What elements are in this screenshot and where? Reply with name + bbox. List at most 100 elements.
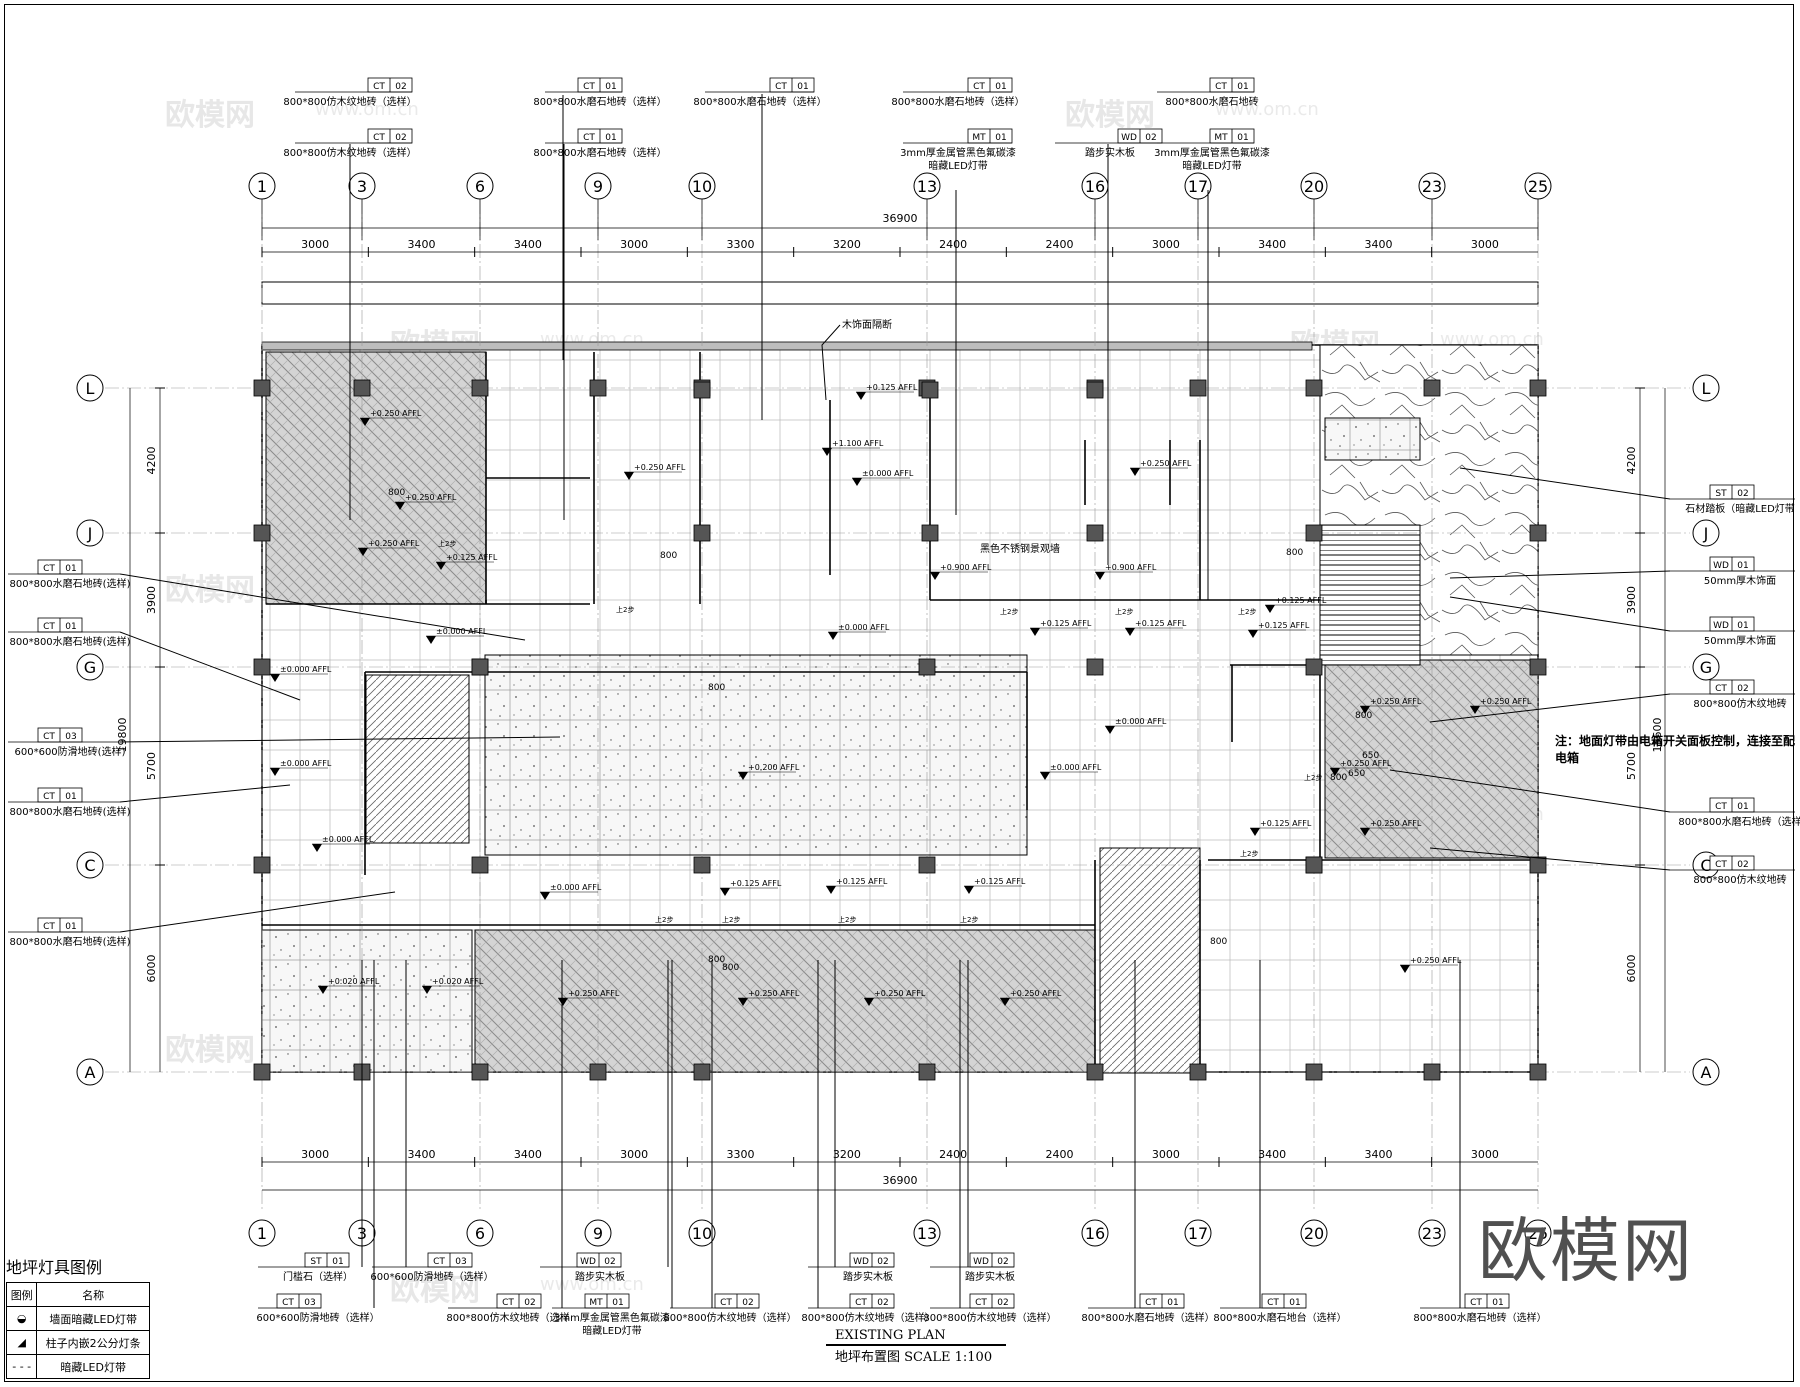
level-value: ±0.000 AFFL [1115, 717, 1167, 726]
material-description: 800*800水磨石地砖 [1165, 95, 1258, 108]
axis-bubble-left [76, 519, 104, 547]
small-dimension: 650 [1362, 751, 1379, 761]
material-code: CT [1267, 1298, 1279, 1308]
axis-label-left: C [84, 856, 95, 875]
dim-value: 4200 [145, 447, 158, 475]
level-value: +0.250 AFFL [1370, 697, 1422, 706]
material-code: CT [973, 82, 985, 92]
level-triangle [270, 674, 280, 682]
level-triangle [826, 886, 836, 894]
material-code: WD [973, 1257, 989, 1267]
axis-label-top: 3 [357, 177, 367, 196]
steel-wall-label: 黑色不锈钢景观墙 [980, 542, 1060, 555]
dim-total: 36900 [883, 212, 918, 225]
material-description: 600*600防滑地砖（选样） [370, 1270, 493, 1283]
watermark-text: 欧模网 [165, 1033, 255, 1068]
material-description: 3mm厚金属管黑色氟碳漆 [554, 1311, 670, 1324]
dim-value: 3000 [1471, 1148, 1499, 1161]
level-triangle [1105, 726, 1115, 734]
structural-column [693, 1063, 711, 1081]
material-code: CT [43, 732, 55, 742]
step-label: 上2步 [1240, 849, 1258, 858]
material-code: CT [43, 792, 55, 802]
level-value: +0.250 AFFL [1140, 459, 1192, 468]
axis-label-left: A [85, 1063, 96, 1082]
material-code: CT [855, 1298, 867, 1308]
title-underline [826, 1344, 1006, 1346]
axis-label-right: G [1700, 658, 1712, 677]
level-value: +0.125 AFFL [974, 877, 1026, 886]
structural-column [253, 379, 271, 397]
axis-bubble-right [1692, 519, 1720, 547]
step-label: 上2步 [722, 915, 740, 924]
structural-column [471, 658, 489, 676]
material-number: 03 [304, 1298, 315, 1308]
dim-total: 36900 [883, 1174, 918, 1187]
material-code: WD [1713, 561, 1729, 571]
level-value: +0.250 AFFL [1480, 697, 1532, 706]
dim-value: 3400 [408, 1148, 436, 1161]
small-dimension: 800 [1355, 711, 1372, 721]
level-value: +1.100 AFFL [832, 439, 884, 448]
material-description: 800*800仿木纹地砖 [1693, 873, 1786, 886]
step-label: 上2步 [655, 915, 673, 924]
structural-column [1305, 524, 1323, 542]
material-description: 800*800仿木纹地砖（选样） [923, 1311, 1056, 1324]
step-label: 上2步 [838, 915, 856, 924]
small-dimension: 800 [708, 683, 725, 693]
structural-column [1305, 379, 1323, 397]
material-description-2: 暗藏LED灯带 [582, 1324, 642, 1337]
level-triangle [1095, 572, 1105, 580]
material-code: CT [43, 922, 55, 932]
material-number: 01 [1237, 133, 1248, 143]
axis-label-left: G [84, 658, 96, 677]
leader-line [119, 891, 396, 933]
material-description: 800*800仿木纹地砖（选样） [663, 1311, 796, 1324]
level-value: +0.250 AFFL [1370, 819, 1422, 828]
material-description: 踏步实木板 [965, 1270, 1015, 1283]
material-number: 01 [995, 82, 1006, 92]
level-value: +0.125 AFFL [866, 383, 918, 392]
small-dimension: 800 [1286, 548, 1303, 558]
level-triangle [1250, 828, 1260, 836]
axis-label-left: L [86, 379, 95, 398]
structural-column [589, 1063, 607, 1081]
structural-column [471, 856, 489, 874]
structural-column [1423, 1063, 1441, 1081]
level-value: +0.200 AFFL [748, 763, 800, 772]
structural-column [921, 381, 939, 399]
level-value: +0.250 AFFL [1410, 956, 1462, 965]
dim-value: 3400 [1258, 238, 1286, 251]
level-triangle [1030, 628, 1040, 636]
material-description: 800*800水磨石地砖（选样） [533, 146, 666, 159]
level-value: ±0.000 AFFL [838, 623, 890, 632]
legend-col-name: 名称 [36, 1282, 150, 1307]
axis-label-bottom: 6 [475, 1224, 485, 1243]
material-number: 01 [995, 133, 1006, 143]
material-description: 600*600防滑地砖(选样) [15, 745, 126, 758]
level-value: ±0.000 AFFL [862, 469, 914, 478]
axis-label-top: 16 [1085, 177, 1105, 196]
structural-column [1305, 856, 1323, 874]
watermark-text: 欧模网 [165, 98, 255, 133]
structural-column [1529, 1063, 1547, 1081]
level-value: +0.125 AFFL [836, 877, 888, 886]
dim-value: 3400 [514, 1148, 542, 1161]
legend-name: 墙面暗藏LED灯带 [36, 1306, 150, 1331]
material-description: 800*800水磨石地砖(选样) [10, 577, 131, 590]
structural-column [693, 856, 711, 874]
structural-column [921, 524, 939, 542]
axis-label-bottom: 1 [257, 1224, 267, 1243]
material-description: 踏步实木板 [575, 1270, 625, 1283]
dim-value: 2400 [1046, 238, 1074, 251]
structural-column [1529, 856, 1547, 874]
level-triangle [738, 772, 748, 780]
level-value: +0.125 AFFL [446, 553, 498, 562]
structural-column [1529, 524, 1547, 542]
structural-column [1423, 379, 1441, 397]
level-value: +0.250 AFFL [370, 409, 422, 418]
level-triangle [1248, 630, 1258, 638]
material-description: 踏步实木板 [1085, 146, 1135, 159]
